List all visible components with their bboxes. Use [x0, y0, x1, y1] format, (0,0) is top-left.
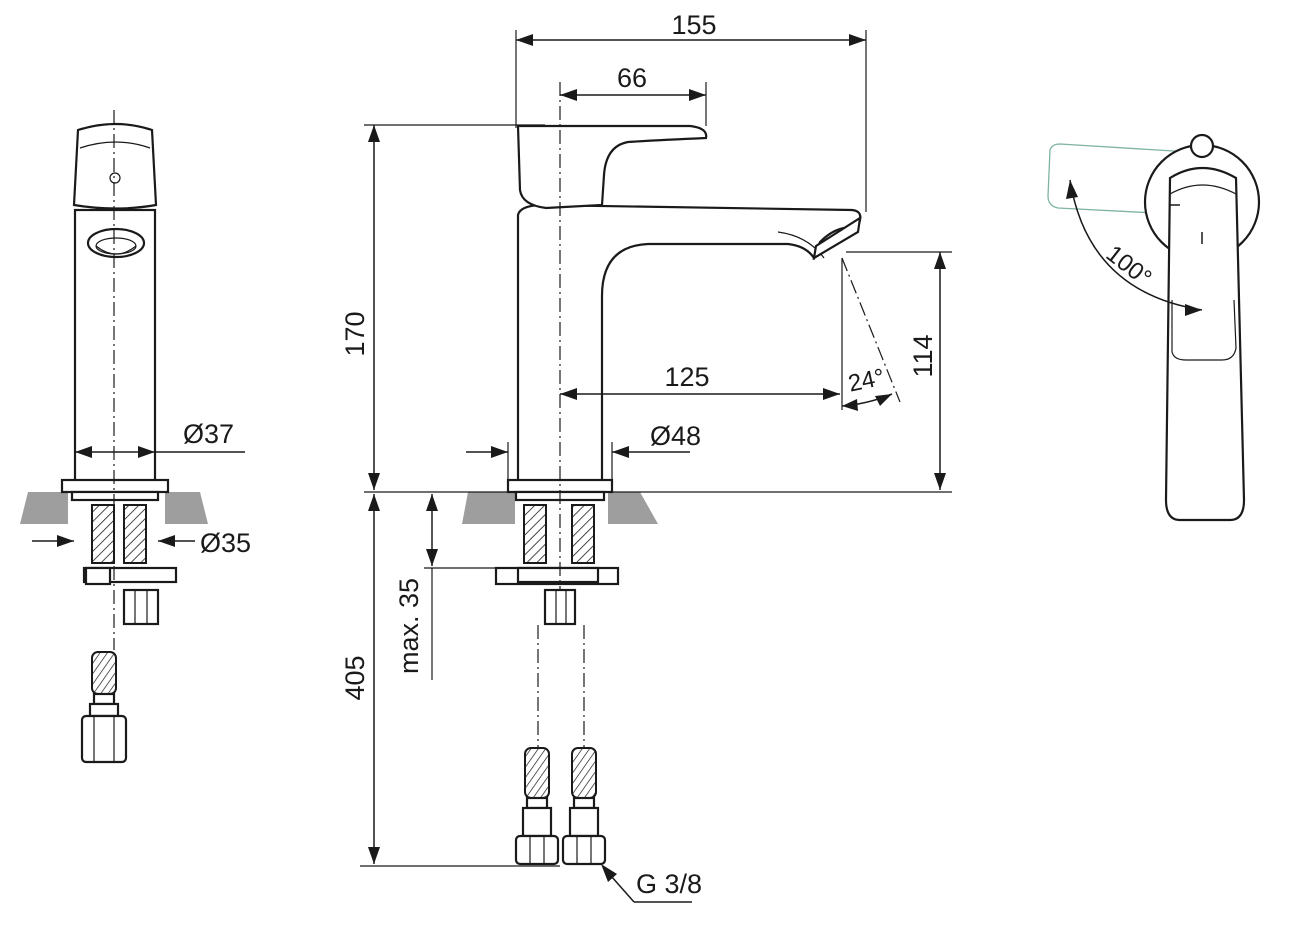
- front-dia-base-label: Ø35: [200, 528, 251, 558]
- side-height-label: 170: [340, 311, 370, 356]
- front-counter-section: [20, 492, 208, 524]
- side-aerator: [812, 215, 862, 261]
- side-stud-left: [523, 504, 547, 564]
- top-view: 100°: [1047, 133, 1261, 522]
- side-hose-right: [561, 747, 607, 866]
- front-stud-left: [91, 504, 115, 564]
- front-hose: [91, 651, 117, 695]
- top-lever: [1164, 167, 1246, 522]
- top-rotation-label: 100°: [1101, 240, 1157, 292]
- side-spout-height-label: 114: [908, 334, 938, 377]
- front-view: Ø37 Ø35: [20, 110, 251, 764]
- front-stud-right: [123, 504, 147, 564]
- side-stud-right: [571, 504, 595, 564]
- side-reach-label: 125: [664, 362, 709, 392]
- top-rotation-arc: [1069, 179, 1203, 311]
- side-spray-line: [841, 257, 901, 403]
- side-hose-left: [514, 747, 560, 866]
- side-view: 155 66 170 125 24° 114: [340, 10, 952, 903]
- side-counter-section: [462, 492, 658, 524]
- front-indicator-dot: [109, 172, 121, 184]
- front-dia-top-label: Ø37: [183, 419, 234, 449]
- front-base-flange: [60, 478, 170, 494]
- side-spray-angle-label: 24°: [846, 364, 887, 398]
- side-connector-nut: [543, 588, 577, 626]
- front-lever-head: [72, 122, 158, 210]
- side-width-label: 155: [671, 10, 716, 40]
- front-connector-nut: [122, 588, 160, 626]
- side-deck-thickness-label: max. 35: [394, 578, 424, 674]
- top-knob: [1189, 133, 1215, 159]
- side-hose-length-label: 405: [340, 655, 370, 700]
- side-handle-depth-label: 66: [617, 63, 647, 93]
- side-dia-body-label: Ø48: [650, 421, 701, 451]
- side-lever: [516, 124, 708, 210]
- side-thread-label: G 3/8: [636, 869, 702, 899]
- front-aerator: [86, 227, 146, 259]
